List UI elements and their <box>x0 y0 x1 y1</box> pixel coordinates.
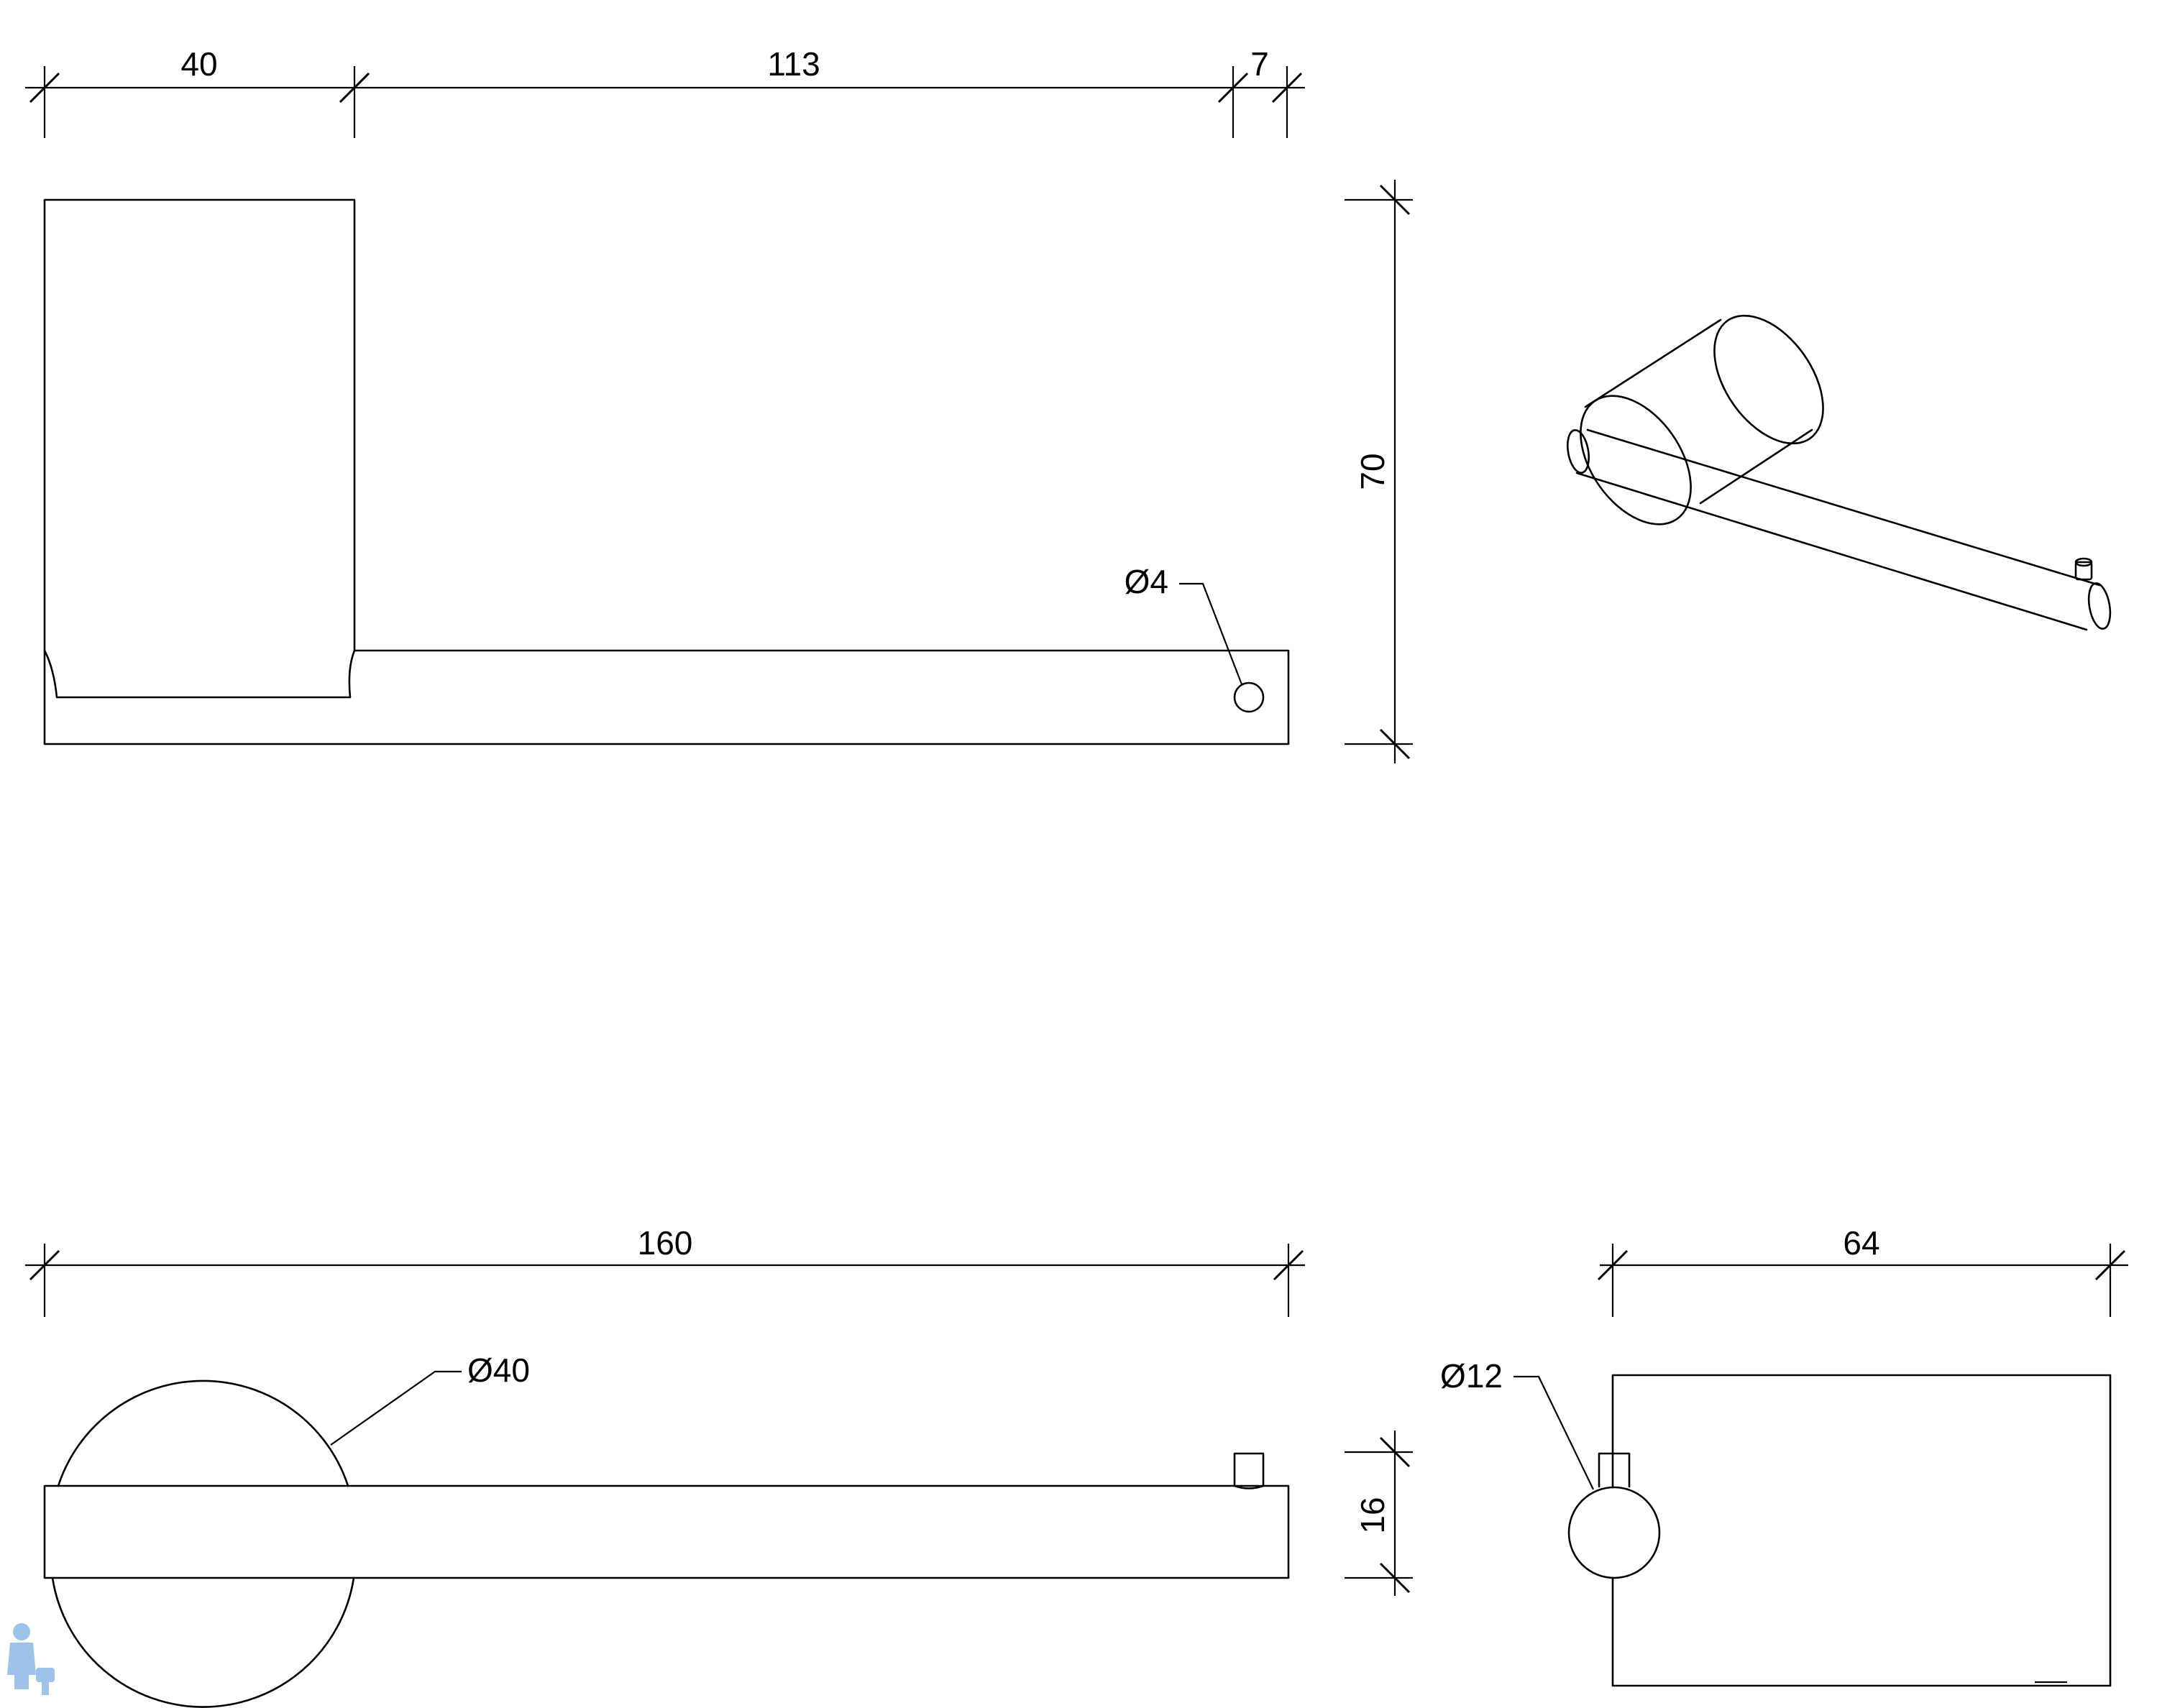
pin-diameter-label: Ø4 <box>1125 563 1168 600</box>
dimension-label-64: 64 <box>1843 1224 1879 1262</box>
plate-diameter-label: Ø40 <box>467 1351 530 1389</box>
pin-hole <box>1233 681 1265 713</box>
side-outline <box>1611 1374 2112 1687</box>
plate-arc-bottom <box>51 1576 355 1708</box>
dimension-label-113: 113 <box>767 45 820 83</box>
dimension-label-160: 160 <box>638 1224 693 1262</box>
iso-pin <box>2074 561 2093 581</box>
dimension-depth: 64 <box>1597 1224 2128 1317</box>
bar-diameter-label: Ø12 <box>1440 1357 1503 1395</box>
roll-bar-outline <box>43 649 1290 745</box>
dimension-label-40: 40 <box>180 45 217 83</box>
dimension-label-16: 16 <box>1354 1497 1391 1533</box>
iso-bar-end-cap <box>2087 582 2112 630</box>
top-bar <box>43 1484 1290 1579</box>
wall-plate-outline <box>43 198 356 699</box>
dimension-height: 70 <box>1345 180 1413 763</box>
plate-arc-top <box>57 1379 349 1487</box>
plate-diameter-leader <box>330 1370 462 1446</box>
iso-bar-start-cap <box>1566 429 1590 474</box>
side-bar-end <box>1567 1486 1661 1579</box>
side-pin <box>1598 1452 1631 1488</box>
dimension-top-chain: 40 113 7 <box>25 45 1305 138</box>
dimension-length: 160 <box>25 1224 1305 1317</box>
bar-diameter-leader <box>1513 1375 1594 1490</box>
top-view: 160 Ø40 16 <box>25 1224 1413 1708</box>
iso-bar-top <box>1586 428 2101 587</box>
pin-diameter-leader <box>1179 582 1243 685</box>
side-view: 64 Ø12 <box>1440 1224 2128 1687</box>
dimension-label-70: 70 <box>1354 453 1391 490</box>
front-view: 40 113 7 Ø4 70 <box>25 45 1413 763</box>
top-pin <box>1233 1452 1265 1489</box>
iso-cylinder-back <box>1713 314 1824 445</box>
iso-bar-bottom <box>1575 472 2088 631</box>
brand-logo-icon <box>7 1623 55 1695</box>
isometric-view <box>1566 314 2112 631</box>
dimension-bar-height: 16 <box>1345 1431 1413 1596</box>
dimension-label-7: 7 <box>1250 45 1269 83</box>
